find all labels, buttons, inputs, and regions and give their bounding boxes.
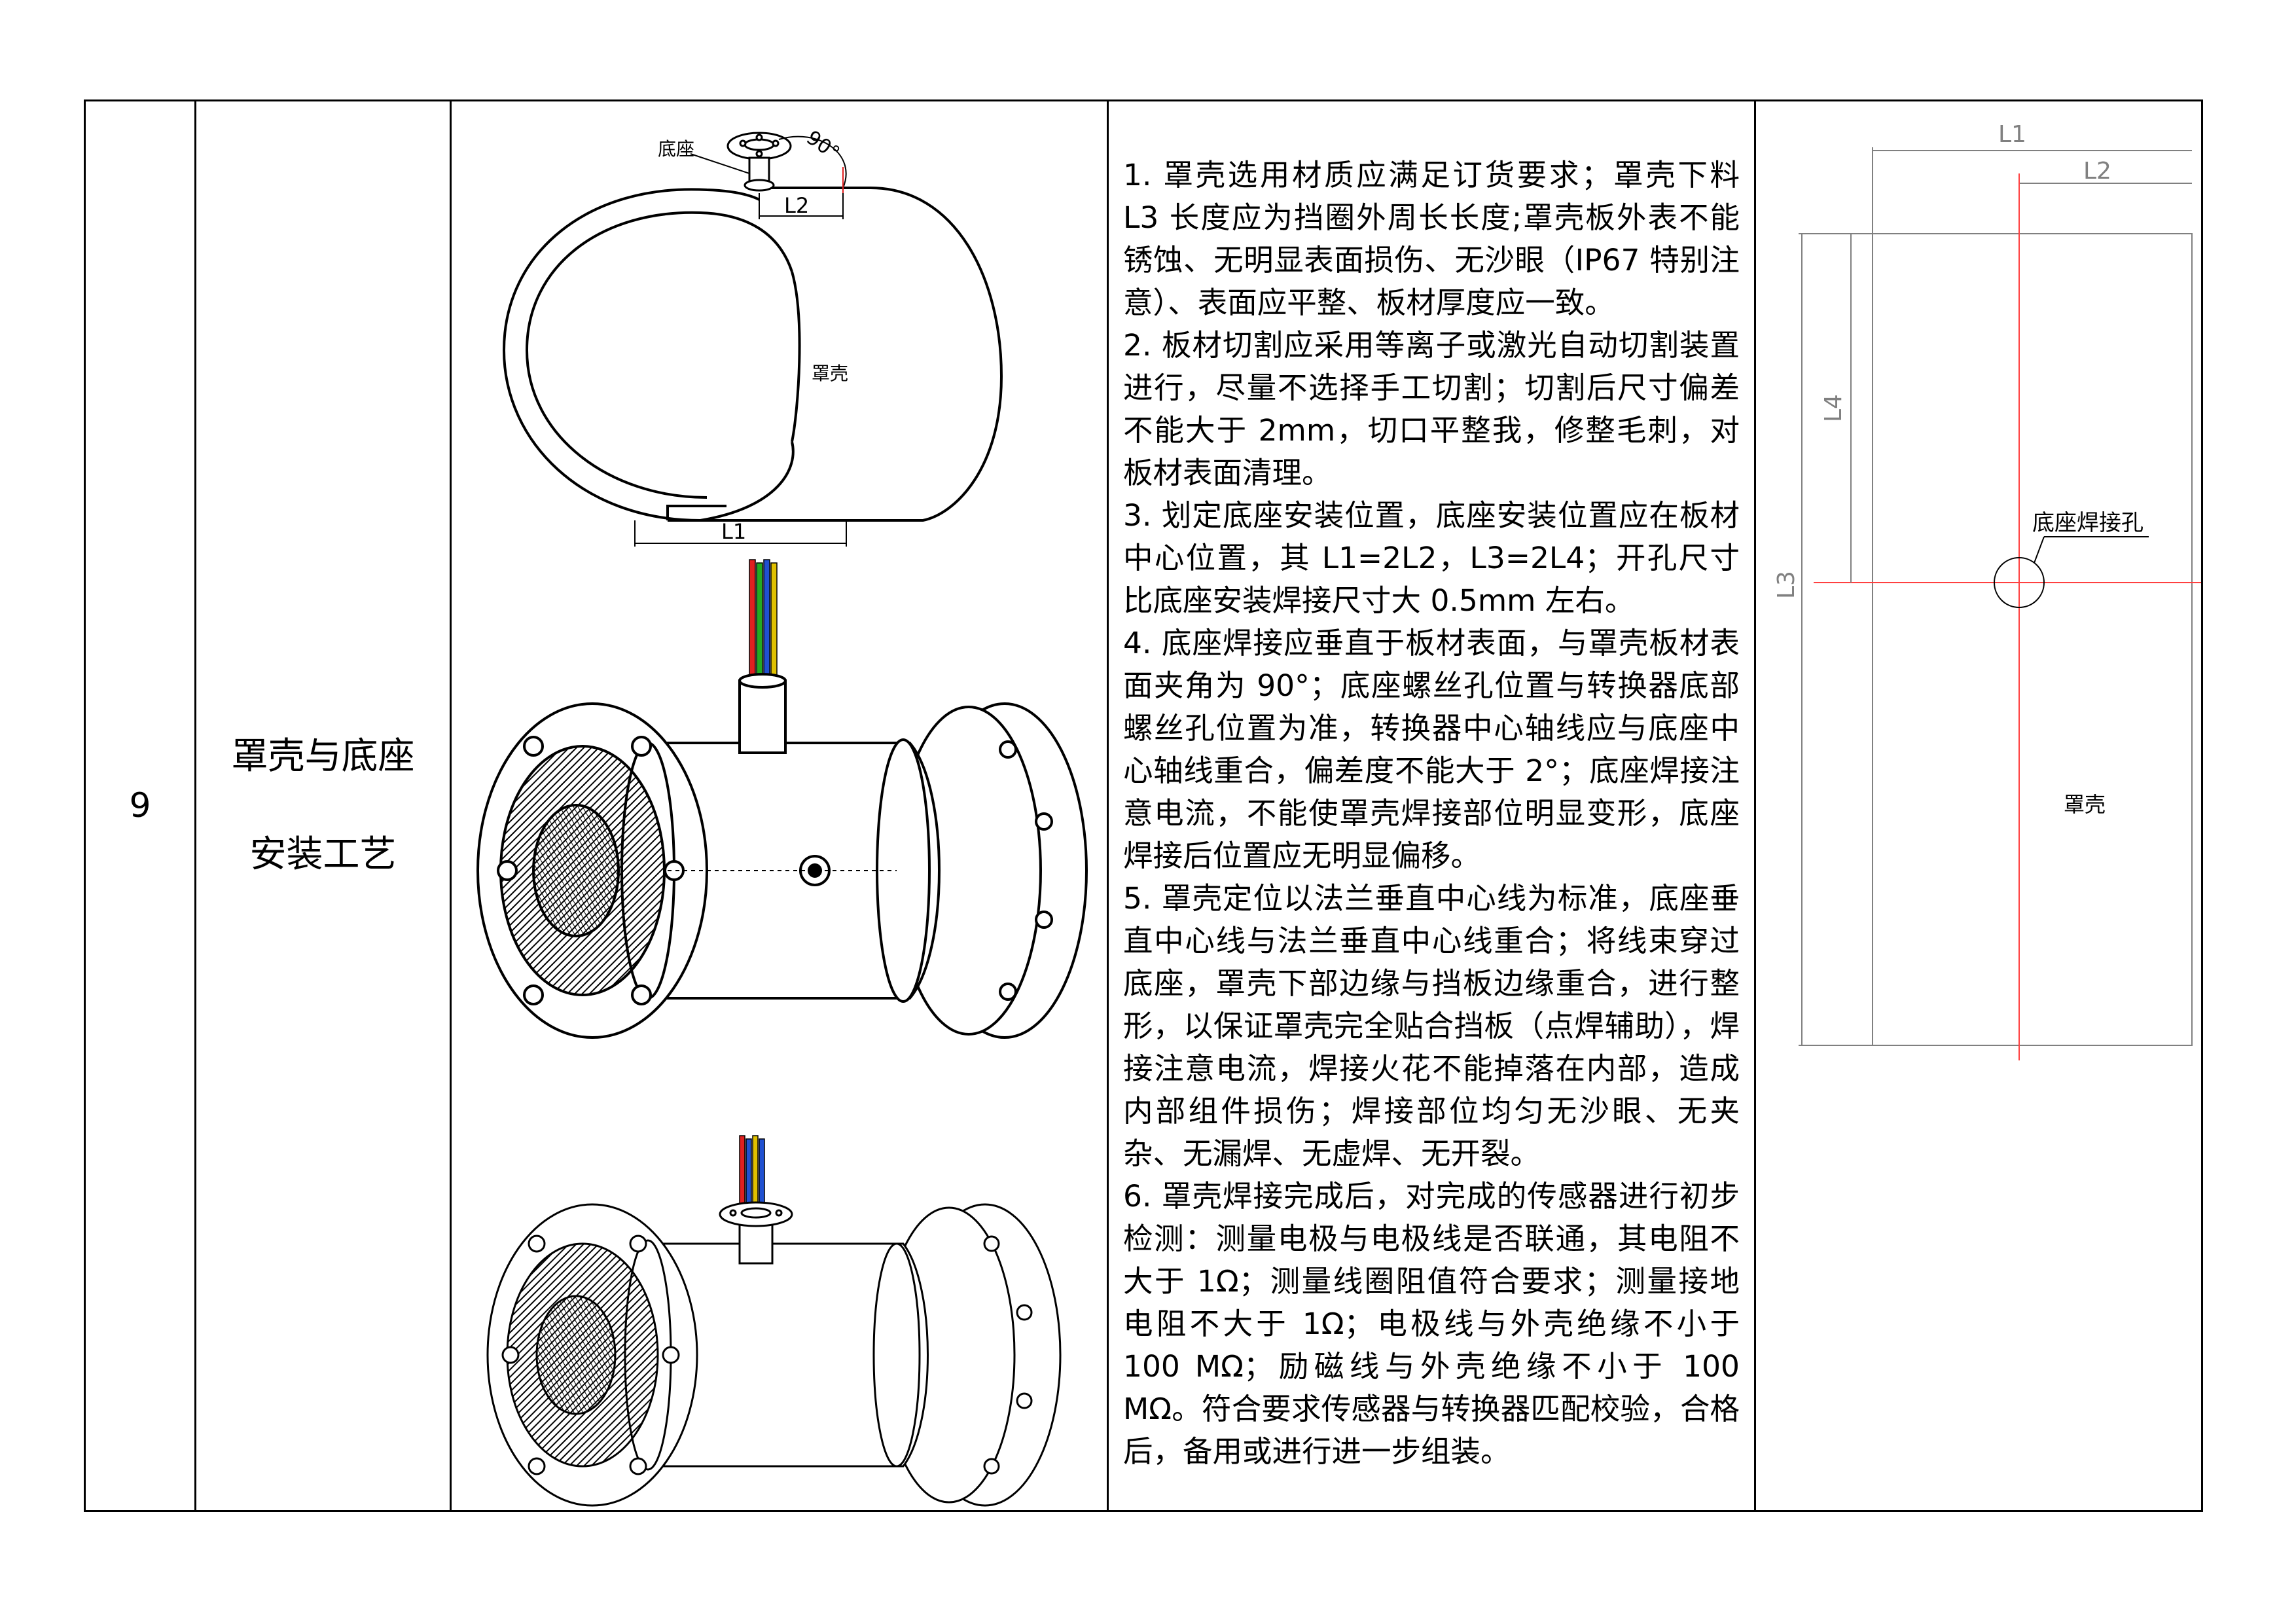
row-index: 9 [84, 99, 196, 1512]
sketch-l1-label: L1 [1998, 121, 2026, 148]
table-row: 9 罩壳与底座 安装工艺 [84, 99, 2203, 1512]
base-weld-hole [1994, 557, 2045, 608]
step-3: 3. 划定底座安装位置，底座安装位置应在板材中心位置，其 L1=2L2，L3=2… [1123, 497, 1740, 618]
shell-plate-outline [1872, 233, 2193, 1046]
hole-leader-line [2034, 536, 2045, 564]
sketch-l3-dimension [1799, 233, 1873, 1046]
base-label: 底座 [658, 138, 694, 160]
shell-sketch-cell: L1 L2 L4 [1754, 99, 2203, 1512]
sketch-l3-label: L3 [1773, 571, 1800, 599]
sketch-l4-dimension [1848, 233, 1873, 583]
row-title: 罩壳与底座 安装工艺 [194, 99, 452, 1512]
assembly-diagram: 底座 90° L2 罩壳 L1 [476, 126, 1088, 1507]
l1-dimension [634, 520, 847, 547]
flowmeter-bottom [486, 1201, 1062, 1507]
step-1: 1. 罩壳选用材质应满足订货要求；罩壳下料 L3 长度应为挡圈外周长长度;罩壳板… [1123, 157, 1740, 320]
sketch-shell-label: 罩壳 [2064, 792, 2106, 817]
process-steps: 1. 罩壳选用材质应满足订货要求；罩壳下料 L3 长度应为挡圈外周长长度;罩壳板… [1109, 139, 1754, 1473]
l1-label: L1 [721, 519, 746, 544]
rolled-shell-drawing [502, 187, 1003, 522]
step-4: 4. 底座焊接应垂直于板材表面，与罩壳板材表面夹角为 90°；底座螺丝孔位置与转… [1123, 625, 1740, 873]
wire-bundle-bottom [739, 1135, 765, 1208]
shell-label: 罩壳 [812, 363, 848, 384]
l2-dimension [759, 193, 844, 219]
process-table: 9 罩壳与底座 安装工艺 [84, 99, 2203, 1512]
sketch-l1-dimension [1872, 147, 2192, 234]
process-steps-cell: 1. 罩壳选用材质应满足订货要求；罩壳下料 L3 长度应为挡圈外周长长度;罩壳板… [1107, 99, 1756, 1512]
angle-arc [778, 135, 847, 189]
step-2: 2. 板材切割应采用等离子或激光自动切割装置进行，尽量不选择手工切割；切割后尺寸… [1123, 327, 1740, 490]
step-6: 6. 罩壳焊接完成后，对完成的传感器进行初步检测：测量电极与电极线是否联通，其电… [1123, 1178, 1740, 1469]
shell-layout-sketch: L1 L2 L4 [1773, 121, 2201, 1060]
angle-label: 90° [802, 126, 844, 165]
sketch-l2-label: L2 [2083, 158, 2111, 185]
wire-bundle-middle [749, 559, 778, 681]
base-leader-line [690, 153, 750, 174]
sketch-l4-label: L4 [1820, 394, 1847, 422]
base-flange-top [726, 132, 792, 192]
row-title-line2: 安装工艺 [249, 833, 397, 876]
l2-label: L2 [784, 193, 809, 218]
row-title-line1: 罩壳与底座 [231, 735, 415, 778]
sketch-hole-label: 底座焊接孔 [2032, 510, 2144, 536]
flowmeter-middle [476, 673, 1088, 1039]
assembly-diagram-cell: 底座 90° L2 罩壳 L1 [450, 99, 1109, 1512]
step-5: 5. 罩壳定位以法兰垂直中心线为标准，底座垂直中心线与法兰垂直中心线重合；将线束… [1123, 880, 1740, 1171]
